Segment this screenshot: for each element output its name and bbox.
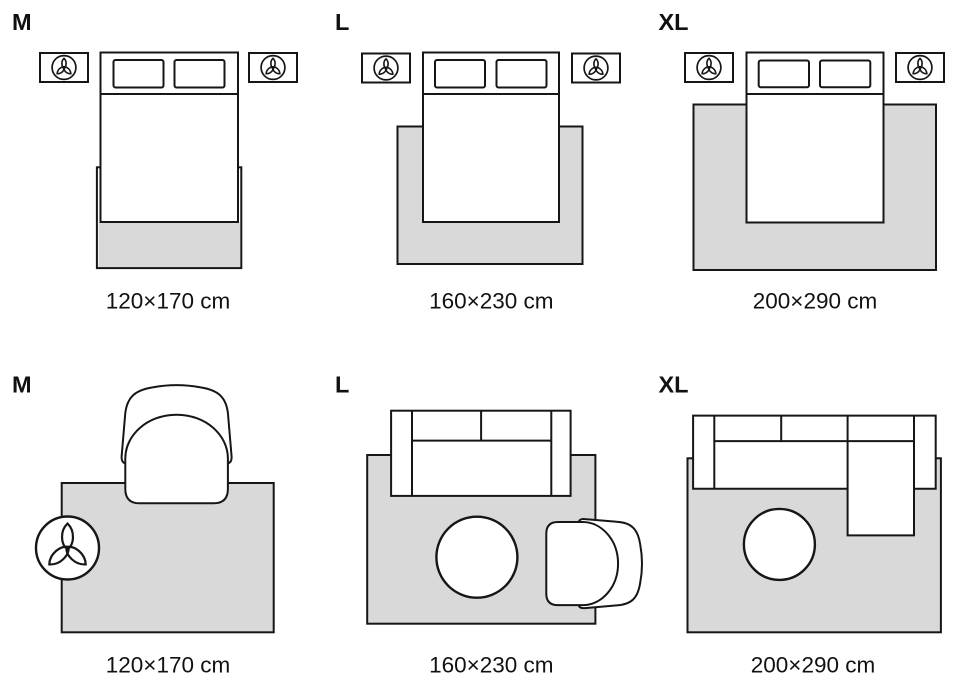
svg-text:120×170 cm: 120×170 cm — [106, 653, 230, 678]
svg-text:L: L — [335, 372, 349, 398]
svg-text:XL: XL — [659, 9, 689, 35]
svg-text:120×170 cm: 120×170 cm — [106, 289, 230, 314]
svg-text:200×290 cm: 200×290 cm — [751, 653, 875, 678]
svg-text:200×290 cm: 200×290 cm — [753, 289, 877, 314]
svg-text:M: M — [12, 372, 32, 398]
svg-text:160×230 cm: 160×230 cm — [429, 653, 553, 678]
svg-text:L: L — [335, 9, 349, 35]
svg-text:XL: XL — [659, 372, 689, 398]
svg-text:M: M — [12, 9, 32, 35]
svg-text:160×230 cm: 160×230 cm — [429, 289, 553, 314]
